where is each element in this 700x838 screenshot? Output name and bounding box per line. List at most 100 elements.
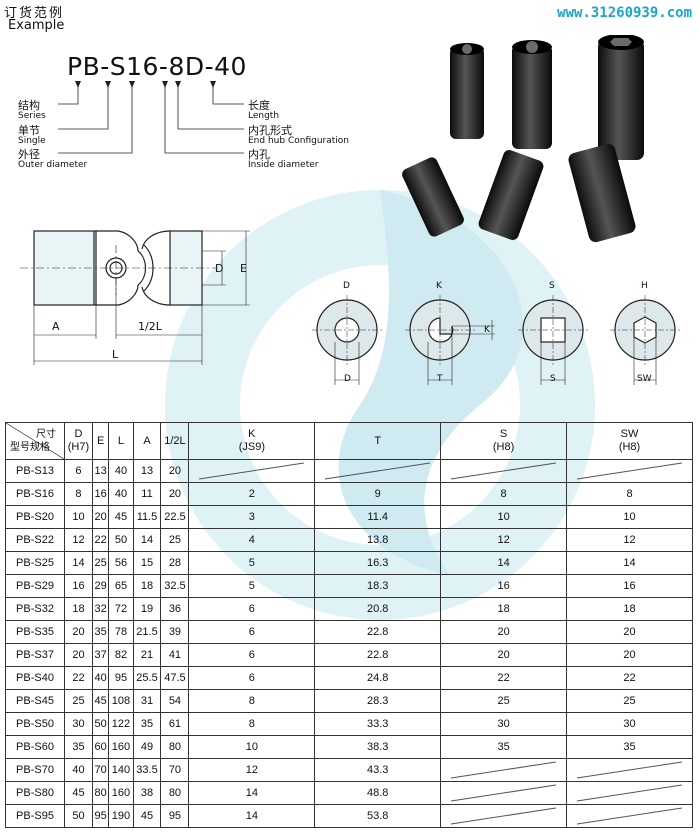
col-header-E: E <box>91 422 110 460</box>
cell-SW: 25 <box>566 689 693 713</box>
cell-SW: 35 <box>566 735 693 759</box>
cell-A: 33.5 <box>132 758 162 782</box>
table-corner-cell: 尺寸 型号规格 <box>5 422 65 460</box>
cell-A: 35 <box>132 712 162 736</box>
cell-D: 12 <box>64 528 93 552</box>
cell-D: 35 <box>64 735 93 759</box>
cell-half-L: 25 <box>160 528 190 552</box>
cell-S: 10 <box>440 505 568 529</box>
cell-K <box>188 459 316 483</box>
not-applicable-slash <box>199 462 305 480</box>
cell-L: 78 <box>108 620 134 644</box>
cell-T: 28.3 <box>314 689 442 713</box>
cell-E: 60 <box>91 735 110 759</box>
cell-S: 8 <box>440 482 568 506</box>
cell-model: PB-S29 <box>5 574 65 598</box>
cell-S: 16 <box>440 574 568 598</box>
cell-L: 72 <box>108 597 134 621</box>
cell-S: 20 <box>440 643 568 667</box>
bore-dim-S: S <box>550 374 556 384</box>
cell-half-L: 47.5 <box>160 666 190 690</box>
cell-half-L: 20 <box>160 482 190 506</box>
cell-model: PB-S13 <box>5 459 65 483</box>
website-url[interactable]: www.31260939.com <box>557 5 692 21</box>
cell-D: 50 <box>64 804 93 828</box>
cell-S <box>440 459 568 483</box>
cell-T: 22.8 <box>314 620 442 644</box>
not-applicable-slash <box>576 761 683 779</box>
cell-D: 20 <box>64 620 93 644</box>
cell-half-L: 80 <box>160 781 190 805</box>
label-length-en: Length <box>248 111 280 121</box>
cell-half-L: 80 <box>160 735 190 759</box>
cell-D: 8 <box>64 482 93 506</box>
not-applicable-slash <box>576 807 683 825</box>
cell-K: 6 <box>188 666 316 690</box>
cell-model: PB-S80 <box>5 781 65 805</box>
table-header-row: 尺寸 型号规格 D(H7) E L A 1/2L K(JS9) T S(H8) … <box>5 422 693 460</box>
cell-E: 22 <box>91 528 110 552</box>
cell-D: 14 <box>64 551 93 575</box>
cell-S <box>440 804 568 828</box>
cell-D: 40 <box>64 758 93 782</box>
cell-SW: 16 <box>566 574 693 598</box>
cell-T: 24.8 <box>314 666 442 690</box>
cell-D: 20 <box>64 643 93 667</box>
cell-K: 10 <box>188 735 316 759</box>
cell-K: 6 <box>188 620 316 644</box>
label-series-en: Series <box>18 111 46 121</box>
cell-S: 35 <box>440 735 568 759</box>
label-endhub-en: End hub Configuration <box>248 136 349 146</box>
cell-half-L: 36 <box>160 597 190 621</box>
cell-E: 40 <box>91 666 110 690</box>
cell-D: 18 <box>64 597 93 621</box>
cell-K: 2 <box>188 482 316 506</box>
cell-K: 4 <box>188 528 316 552</box>
corner-top-label: 尺寸 <box>36 429 56 440</box>
cell-model: PB-S32 <box>5 597 65 621</box>
cell-E: 80 <box>91 781 110 805</box>
label-single-en: Single <box>18 136 46 146</box>
cell-L: 65 <box>108 574 134 598</box>
dim-E-label: E <box>240 262 247 275</box>
cell-L: 140 <box>108 758 134 782</box>
cell-A: 19 <box>132 597 162 621</box>
cell-T: 13.8 <box>314 528 442 552</box>
dim-L-label: L <box>112 348 119 361</box>
cell-K: 3 <box>188 505 316 529</box>
bore-title-H: H <box>641 281 648 291</box>
cell-E: 37 <box>91 643 110 667</box>
cell-D: 30 <box>64 712 93 736</box>
not-applicable-slash <box>451 761 557 779</box>
cell-S <box>440 758 568 782</box>
cell-S <box>440 781 568 805</box>
col-header-S: S(H8) <box>440 422 568 460</box>
cell-SW: 14 <box>566 551 693 575</box>
cell-K: 12 <box>188 758 316 782</box>
col-header-SW: SW(H8) <box>566 422 693 460</box>
cell-model: PB-S16 <box>5 482 65 506</box>
cell-T: 16.3 <box>314 551 442 575</box>
label-inside-en: Inside diameter <box>248 160 319 170</box>
cell-SW <box>566 804 693 828</box>
label-outer-cn: 外径 <box>18 148 40 161</box>
cell-E: 35 <box>91 620 110 644</box>
cell-model: PB-S22 <box>5 528 65 552</box>
order-code-leaders <box>58 81 244 154</box>
cell-half-L: 22.5 <box>160 505 190 529</box>
bore-dim-D: D <box>344 374 351 384</box>
cell-T: 48.8 <box>314 781 442 805</box>
cell-A: 21 <box>132 643 162 667</box>
order-code: PB-S16-8D-40 <box>67 52 247 81</box>
bore-title-S: S <box>549 281 555 291</box>
cell-E: 45 <box>91 689 110 713</box>
